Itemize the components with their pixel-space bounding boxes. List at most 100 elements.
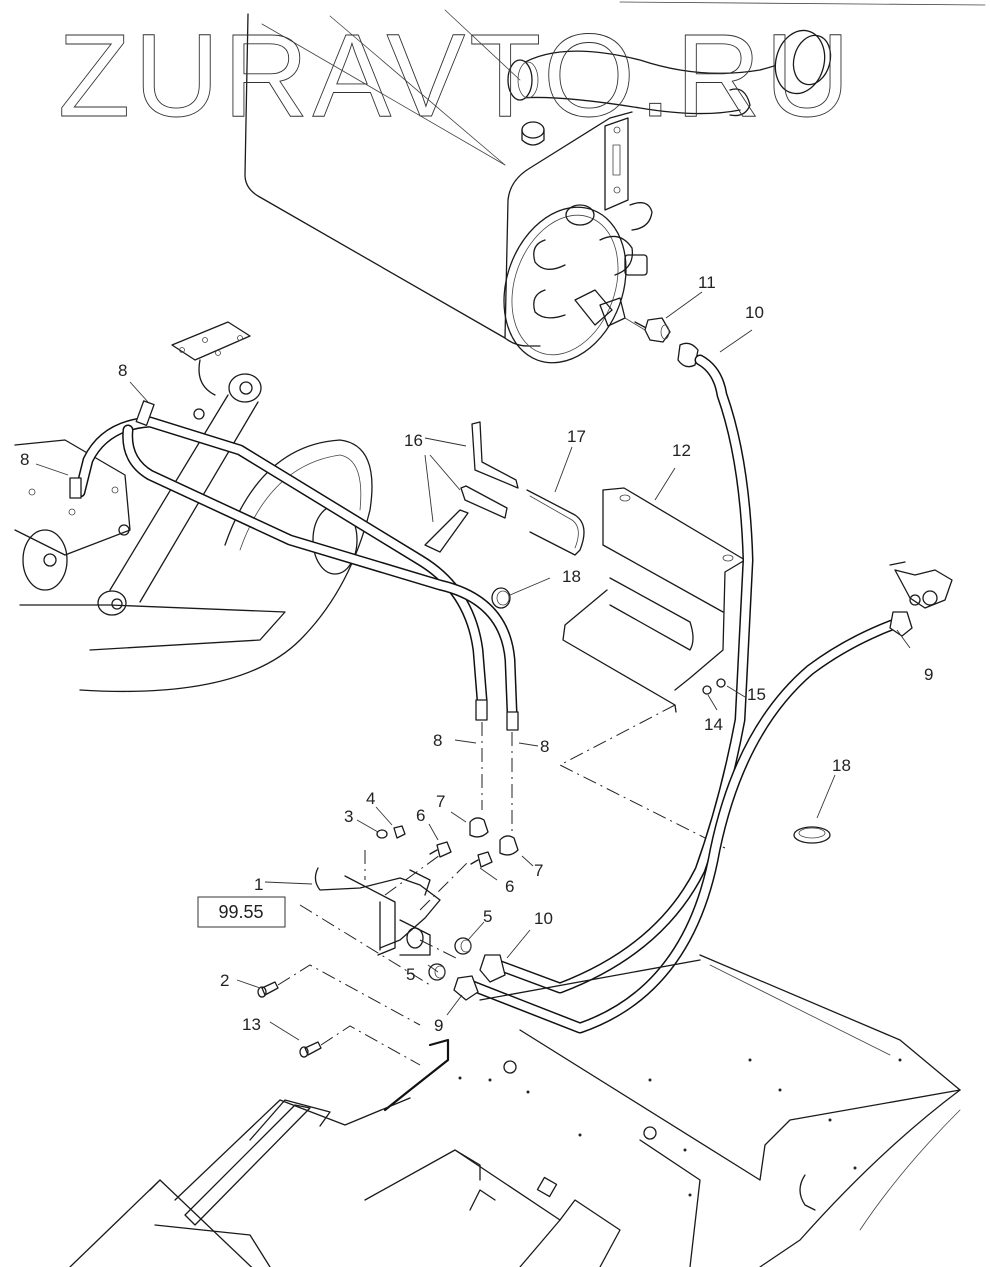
pump-valve-block bbox=[503, 204, 648, 364]
frame-fender-curve bbox=[759, 1089, 961, 1267]
callout-7-b: 7 bbox=[534, 861, 543, 880]
pump-fitting-2 bbox=[533, 289, 566, 319]
frame-top-rail bbox=[479, 959, 701, 1001]
return-hose-cap bbox=[774, 29, 826, 95]
callout-18-a: 18 bbox=[562, 567, 581, 586]
bracket-12-top bbox=[602, 487, 746, 691]
cylinder-top-eye bbox=[228, 373, 262, 403]
frame-box-right bbox=[559, 1199, 621, 1267]
callout-12: 12 bbox=[672, 441, 691, 460]
washer-3 bbox=[376, 829, 388, 839]
frame-bottom-edge bbox=[159, 1179, 253, 1267]
hose-10-nut bbox=[677, 342, 699, 368]
callout-leaders bbox=[35, 291, 911, 1041]
bracket-12-centerline bbox=[558, 704, 726, 849]
clamp-18-lower bbox=[793, 826, 831, 844]
elbow-7-b bbox=[499, 835, 519, 856]
adapter-6-a bbox=[436, 841, 452, 858]
callout-1: 1 bbox=[254, 875, 263, 894]
hose-8-pair bbox=[69, 400, 519, 832]
hose-10 bbox=[479, 317, 754, 994]
frame-left-edge bbox=[69, 1179, 161, 1267]
valve-port-centerline-3 bbox=[419, 939, 461, 961]
callout-2: 2 bbox=[220, 971, 229, 990]
bracket-12-base bbox=[562, 589, 677, 713]
valve-port-centerline-1 bbox=[384, 854, 441, 896]
tank-filler-plug bbox=[521, 121, 545, 146]
callout-9-b: 9 bbox=[434, 1016, 443, 1035]
cylinder-bottom-eye bbox=[97, 590, 127, 616]
callout-10-a: 10 bbox=[534, 909, 553, 928]
wheel-rim-inner bbox=[239, 454, 362, 551]
hose-8-b bbox=[122, 424, 518, 718]
callout-14: 14 bbox=[704, 715, 723, 734]
bolt-13 bbox=[299, 1025, 421, 1066]
callout-18-b: 18 bbox=[832, 756, 851, 775]
hose-9 bbox=[453, 561, 953, 1034]
callout-13: 13 bbox=[242, 1015, 261, 1034]
tank-body-outline bbox=[244, 13, 541, 347]
callout-5-b: 5 bbox=[406, 965, 415, 984]
callout-6-a: 6 bbox=[416, 806, 425, 825]
tank-front-face bbox=[504, 111, 633, 339]
reference-box[interactable]: 99.55 bbox=[197, 896, 286, 928]
mount-plate bbox=[171, 321, 251, 361]
frame-hole-1 bbox=[503, 1060, 517, 1074]
callout-8-b: 8 bbox=[540, 737, 549, 756]
reference-box-label: 99.55 bbox=[218, 902, 263, 922]
valve-spool bbox=[399, 919, 431, 956]
adapter-6-b bbox=[477, 851, 493, 868]
reference-box-frame bbox=[197, 896, 286, 928]
frame-front-edge bbox=[383, 1038, 450, 1112]
hose-8-b-ferrule bbox=[506, 711, 519, 731]
frame-fender-latch bbox=[799, 1174, 816, 1211]
callout-11: 11 bbox=[698, 273, 716, 292]
pump-top-port bbox=[565, 204, 595, 226]
hose-10-end-nut bbox=[479, 954, 506, 983]
callout-7-a: 7 bbox=[436, 792, 445, 811]
cylinder-port-top bbox=[193, 408, 205, 420]
frame-right-rail-inner bbox=[709, 964, 891, 1056]
clip-16-angle bbox=[471, 421, 519, 489]
pump-fitting-1 bbox=[533, 239, 566, 270]
frame-deck bbox=[519, 1029, 961, 1181]
fitting-11 bbox=[644, 317, 671, 343]
callout-8-d: 8 bbox=[20, 450, 29, 469]
frame-hole-2 bbox=[643, 1126, 657, 1140]
bracket-12-slot bbox=[609, 577, 694, 651]
frame-center-box bbox=[364, 1149, 561, 1267]
elbow-7-a bbox=[469, 817, 489, 838]
callout-4: 4 bbox=[366, 789, 375, 808]
bracket-12 bbox=[558, 487, 746, 849]
valve-port-centerline-2 bbox=[419, 859, 471, 911]
callout-17: 17 bbox=[567, 427, 586, 446]
clip-17 bbox=[526, 489, 585, 556]
watermark-text: ZURAVTO.RU bbox=[58, 10, 854, 142]
valve-lever-pivot bbox=[409, 869, 431, 896]
valve-body-front bbox=[344, 875, 396, 956]
return-hose-lower bbox=[519, 96, 741, 115]
sight-gauge bbox=[604, 117, 629, 211]
valve-body-top bbox=[314, 867, 441, 949]
frame-step-top bbox=[249, 1099, 331, 1141]
clip-17-loop-inner bbox=[529, 495, 579, 549]
pump-elbow-nut bbox=[624, 254, 648, 276]
bracket-12-face bbox=[602, 489, 724, 613]
frame-box-notch bbox=[454, 1149, 481, 1181]
tank-top-edge-2 bbox=[329, 15, 506, 166]
hose-9-end-nut bbox=[889, 611, 913, 637]
cylinder-body-left bbox=[109, 394, 229, 591]
hose-9-lower-nut bbox=[453, 975, 479, 1001]
clamp-18-ring-lower bbox=[793, 826, 831, 844]
return-hose bbox=[444, 9, 832, 117]
hose-8-d-ferrule bbox=[69, 477, 82, 499]
clip-16-flat bbox=[460, 485, 508, 519]
pump-outlet-centerline bbox=[624, 317, 646, 331]
wheel-rim bbox=[79, 439, 373, 693]
clamp-18-ring bbox=[491, 587, 511, 609]
hose-8-a-ferrule bbox=[475, 699, 488, 721]
frame-rivets bbox=[458, 1058, 902, 1197]
tank-top-edge bbox=[261, 23, 506, 166]
callout-10-b: 10 bbox=[745, 303, 764, 322]
